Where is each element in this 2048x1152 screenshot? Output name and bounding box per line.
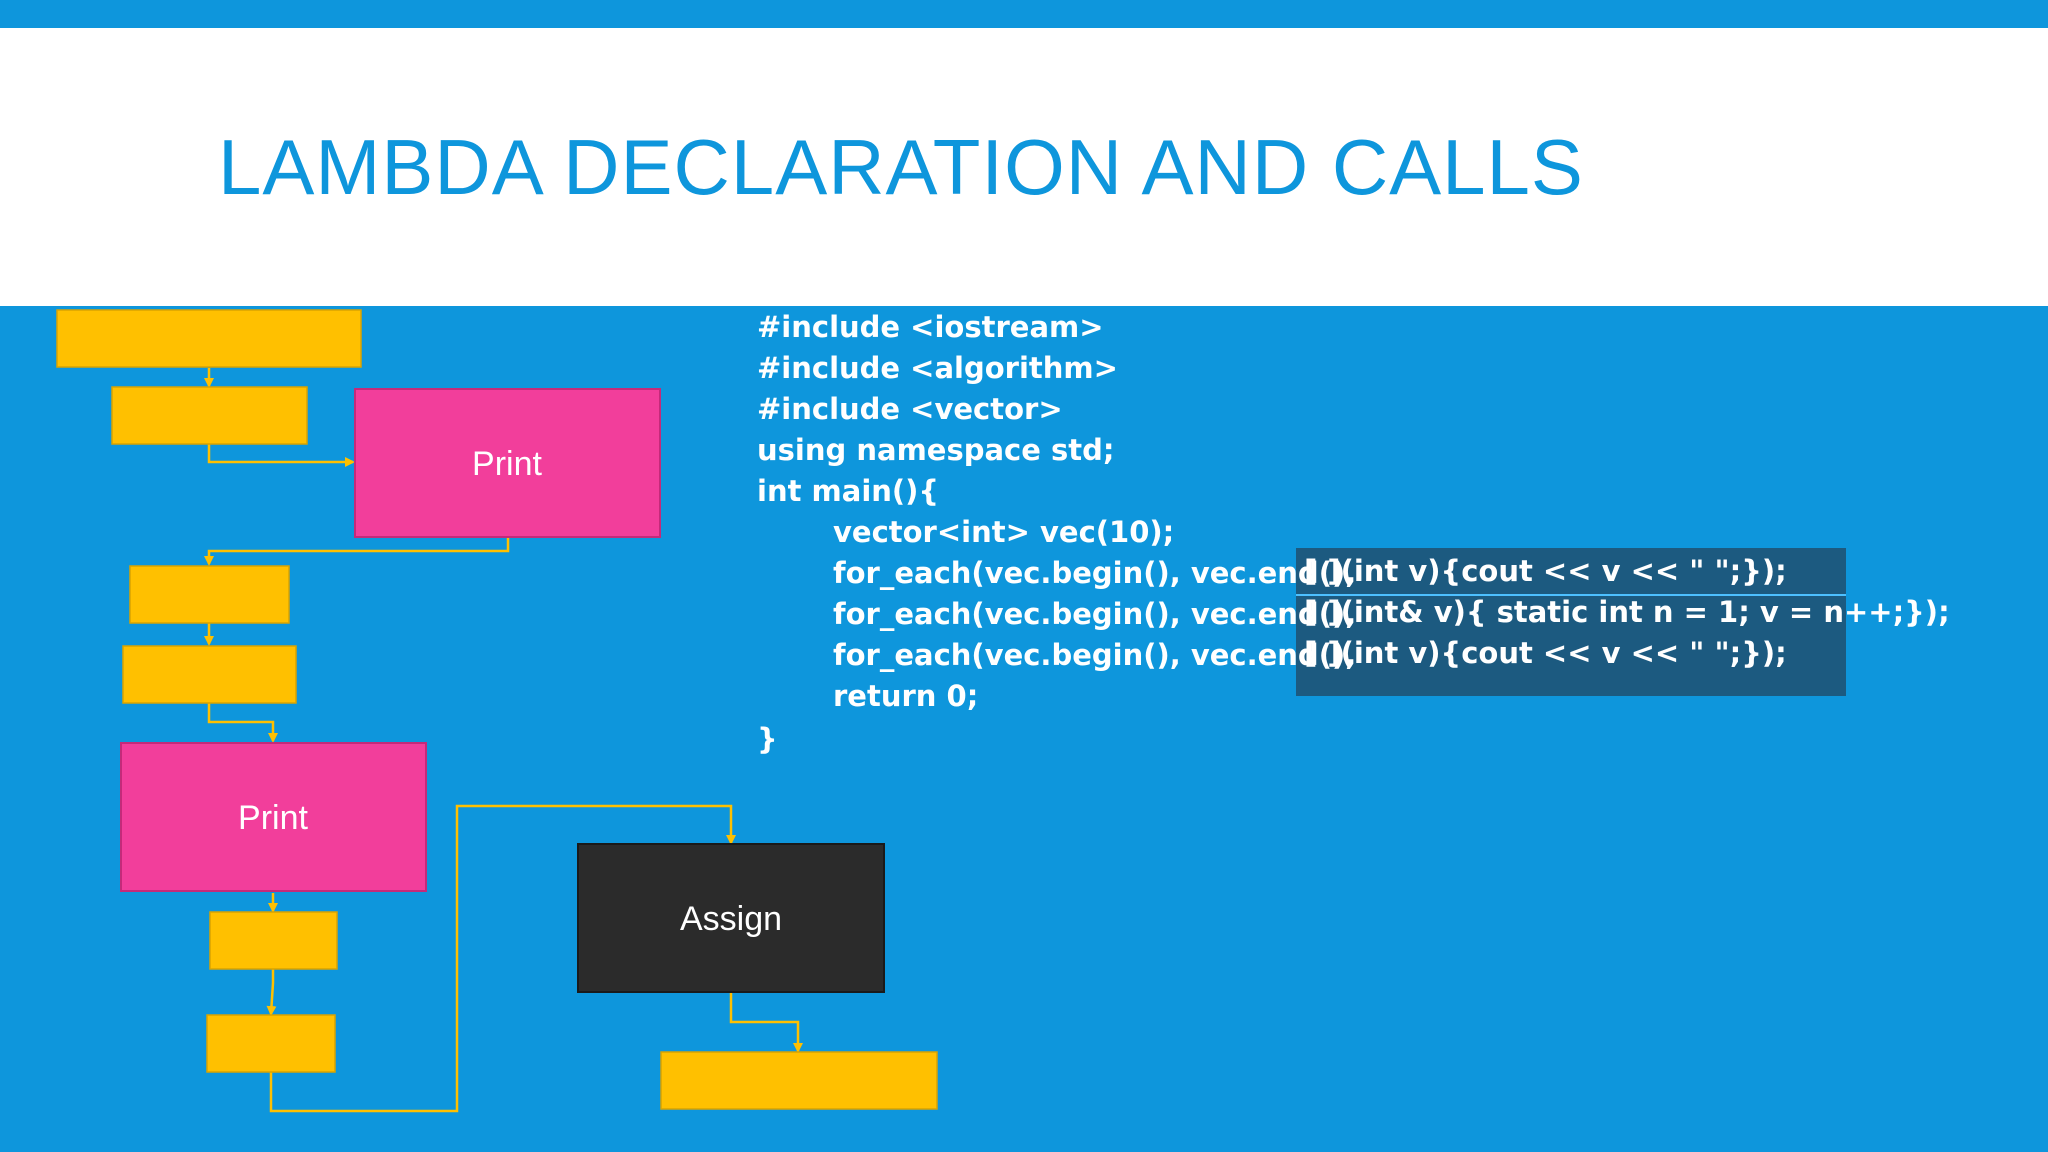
process-box <box>122 645 297 704</box>
assign-node <box>577 843 885 993</box>
lambda-print-1: [ ](int v){cout << v << " ";}); <box>1304 554 1787 588</box>
connector-3 <box>204 537 510 566</box>
process-box <box>209 911 338 970</box>
code-line: #include <vector> <box>757 392 1063 426</box>
code-line: #include <iostream> <box>757 310 1104 344</box>
connector-2 <box>207 444 355 467</box>
code-line: vector<int> vec(10); <box>833 515 1175 549</box>
code-line: using namespace std; <box>757 433 1115 467</box>
code-line: for_each(vec.begin(), vec.end(), <box>833 556 1357 590</box>
code-line: } <box>757 722 778 756</box>
connector-5 <box>207 703 278 743</box>
code-line: #include <algorithm> <box>757 351 1118 385</box>
print-node-2-label: Print <box>238 799 308 837</box>
code-line: int main(){ <box>757 474 940 508</box>
title-area <box>0 28 2048 306</box>
process-box <box>56 309 362 368</box>
lambda-highlight-3 <box>1296 638 1846 696</box>
process-box <box>206 1014 336 1073</box>
process-box <box>111 386 308 445</box>
connector-7 <box>266 969 277 1016</box>
process-box <box>660 1051 938 1110</box>
lambda-highlight-1 <box>1296 548 1846 594</box>
lambda-assign: [ ](int& v){ static int n = 1; v = n++;}… <box>1304 595 1950 629</box>
code-line: return 0; <box>833 679 979 713</box>
print-node-1 <box>354 388 661 538</box>
print-node-1-label: Print <box>472 445 542 483</box>
connector-8 <box>269 804 736 1113</box>
lambda-print-2: [ ](int v){cout << v << " ";}); <box>1304 636 1787 670</box>
top-band <box>0 0 2048 28</box>
code-line: for_each(vec.begin(), vec.end(), <box>833 597 1357 631</box>
print-node-2 <box>120 742 427 892</box>
connector-9 <box>729 993 803 1053</box>
slide-title: LAMBDA DECLARATION AND CALLS <box>218 123 1584 211</box>
code-line: for_each(vec.begin(), vec.end(), <box>833 638 1357 672</box>
process-box <box>129 565 290 624</box>
assign-node-label: Assign <box>680 900 782 938</box>
